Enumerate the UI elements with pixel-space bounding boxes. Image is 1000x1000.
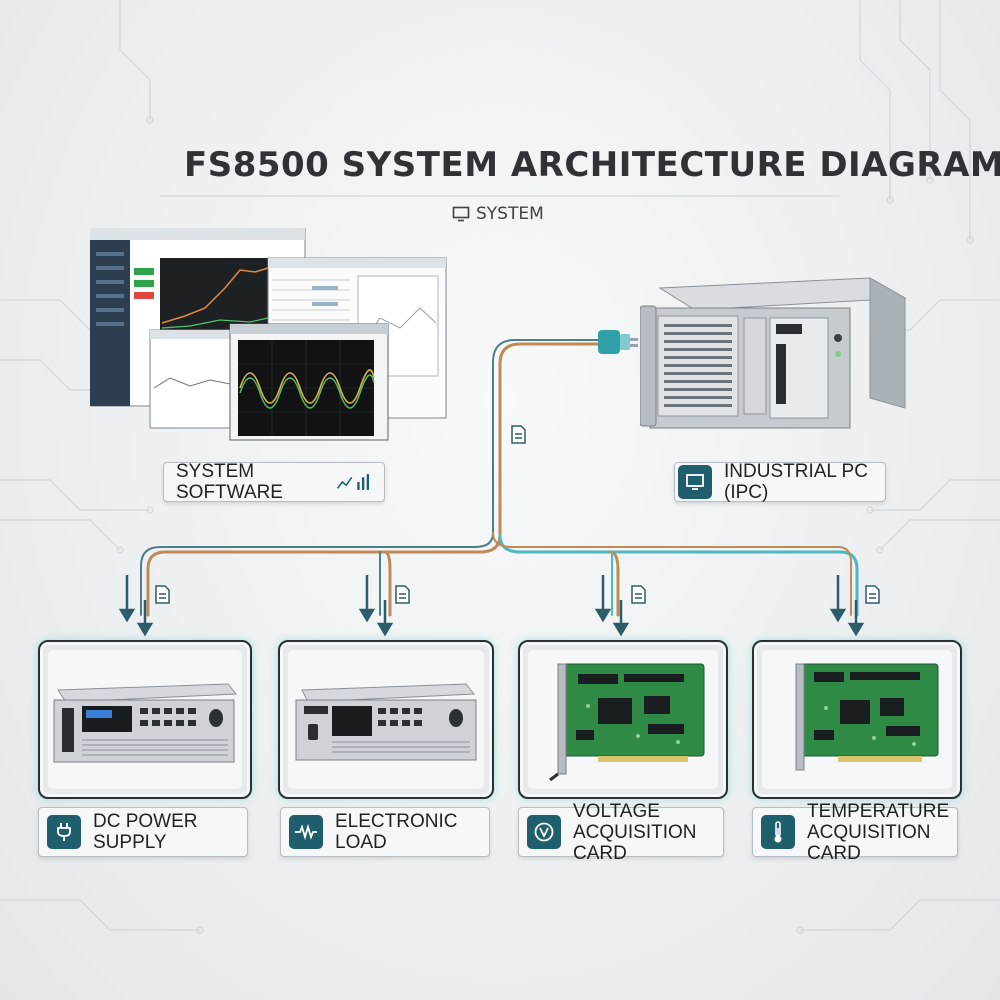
software-illustration	[89, 227, 447, 441]
device-label-text-group: TEMPERATURE ACQUISITION CARD	[807, 801, 949, 864]
document-icon	[155, 585, 170, 604]
subtitle: SYSTEM	[452, 204, 544, 224]
device-label-line2: ACQUISITION CARD	[573, 821, 697, 864]
dc-power-supply-illustration	[53, 683, 238, 763]
device-label-electronic-load: ELECTRONIC LOAD	[280, 807, 490, 857]
device-frame-temperature-card	[752, 640, 962, 799]
thermometer-icon	[761, 815, 795, 849]
device-label-line1: DC POWER SUPPLY	[93, 811, 198, 853]
device-label-text-group: VOLTAGE ACQUISITION CARD	[573, 801, 715, 864]
device-label-voltage-card: VOLTAGE ACQUISITION CARD	[518, 801, 724, 864]
resistor-icon	[289, 815, 323, 849]
data-flow-arrows	[118, 575, 865, 637]
main-cable	[140, 339, 859, 617]
device-label-line1: ELECTRONIC LOAD	[335, 811, 458, 853]
document-icons	[155, 425, 880, 604]
voltmeter-icon	[527, 815, 561, 849]
device-label-text-group: DC POWER SUPPLY	[93, 811, 239, 853]
device-label-temperature-card: TEMPERATURE ACQUISITION CARD	[752, 801, 958, 864]
ipc-illustration	[639, 277, 907, 429]
title-row: FS8500 SYSTEM ARCHITECTURE DIAGRAM	[170, 140, 1000, 190]
document-icon	[395, 585, 410, 604]
software-label: SYSTEM SOFTWARE	[176, 461, 283, 503]
page-title: FS8500 SYSTEM ARCHITECTURE DIAGRAM	[184, 145, 1000, 185]
subtitle-text: SYSTEM	[476, 204, 544, 224]
monitor-icon	[678, 465, 712, 499]
document-icon	[865, 585, 880, 604]
device-label-dc-power-supply: DC POWER SUPPLY	[38, 807, 248, 857]
industrial-pc	[639, 258, 910, 438]
plug-icon	[47, 815, 81, 849]
electronic-load-illustration	[295, 683, 477, 761]
device-label-text-group: ELECTRONIC LOAD	[335, 811, 481, 853]
document-icon	[511, 425, 526, 444]
cable-connector	[598, 330, 638, 354]
device-label-line2: ACQUISITION CARD	[807, 821, 931, 864]
device-frame-voltage-card	[518, 640, 728, 799]
device-label-line1: TEMPERATURE	[807, 800, 950, 822]
device-label-line1: VOLTAGE	[573, 800, 660, 822]
monitor-icon	[452, 206, 470, 222]
software-label-box: SYSTEM SOFTWARE	[163, 461, 385, 503]
device-frame-dc-power-supply	[38, 640, 252, 799]
software-screens	[89, 227, 450, 443]
ipc-label-box: INDUSTRIAL PC (IPC)	[674, 461, 886, 503]
ipc-label: INDUSTRIAL PC (IPC)	[724, 461, 868, 503]
temperature-card-illustration	[795, 663, 939, 771]
device-frame-electronic-load	[278, 640, 494, 799]
voltage-card-illustration	[549, 663, 705, 782]
document-icon	[631, 585, 646, 604]
chart-icon	[336, 474, 369, 490]
